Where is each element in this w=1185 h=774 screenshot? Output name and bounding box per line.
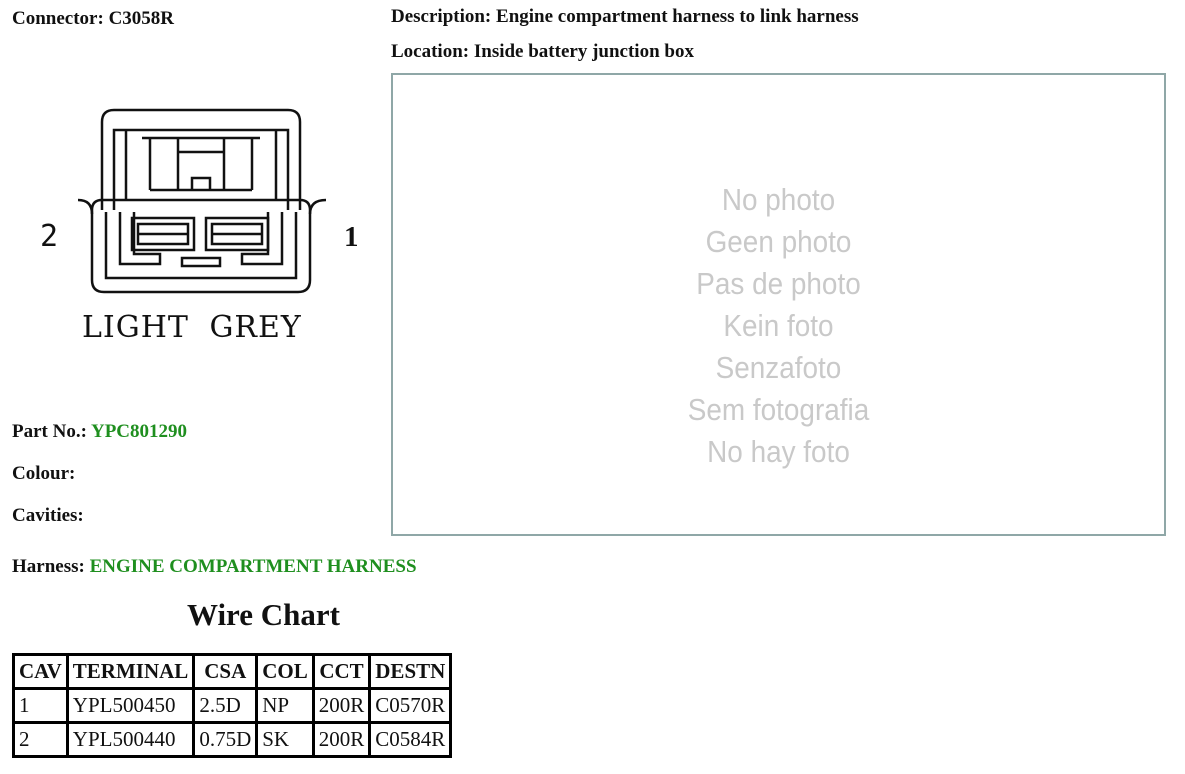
cell-cct: 200R xyxy=(311,687,372,724)
table-row: 1 YPL500450 2.5D NP 200R C0570R xyxy=(12,687,453,724)
part-number-line: Part No.: YPC801290 xyxy=(12,421,187,443)
cell-destn: C0584R xyxy=(368,721,453,758)
no-photo-line: Pas de photo xyxy=(696,266,861,301)
table-row: 2 YPL500440 0.75D SK 200R C0584R xyxy=(12,721,453,758)
cell-col: NP xyxy=(255,687,315,724)
cell-cav: 2 xyxy=(12,721,69,758)
no-photo-line: Geen photo xyxy=(705,224,852,259)
harness-line: Harness: ENGINE COMPARTMENT HARNESS xyxy=(12,556,417,578)
connector-line: Connector: C3058R xyxy=(12,8,174,30)
description-line: Description: Engine compartment harness … xyxy=(391,6,859,28)
header-terminal: TERMINAL xyxy=(65,653,196,690)
header-cav: CAV xyxy=(12,653,69,690)
location-line: Location: Inside battery junction box xyxy=(391,41,694,63)
colour-label: Colour: xyxy=(12,463,76,484)
cell-terminal: YPL500450 xyxy=(65,687,196,724)
connector-face-diagram xyxy=(77,108,327,294)
no-photo-line: No hay foto xyxy=(707,434,850,469)
harness-label: Harness: xyxy=(12,556,85,577)
connector-label: Connector: xyxy=(12,8,104,29)
part-number-label: Part No.: xyxy=(12,421,87,442)
wire-chart-title: Wire Chart xyxy=(187,597,340,632)
location-label: Location: xyxy=(391,41,470,62)
header-destn: DESTN xyxy=(368,653,453,690)
colour-line: Colour: xyxy=(12,463,75,485)
cell-csa: 0.75D xyxy=(192,721,259,758)
header-col: COL xyxy=(255,653,315,690)
cell-col: SK xyxy=(255,721,315,758)
no-photo-line: Sem fotografia xyxy=(687,392,870,427)
wire-chart-table: CAV TERMINAL CSA COL CCT DESTN 1 YPL5004… xyxy=(12,653,453,758)
pin-label-left: 2 xyxy=(40,219,59,254)
cell-csa: 2.5D xyxy=(192,687,259,724)
cell-terminal: YPL500440 xyxy=(65,721,196,758)
connector-colour-text: LIGHT GREY xyxy=(82,310,302,345)
pin-label-right: 1 xyxy=(344,221,359,253)
harness-link[interactable]: ENGINE COMPARTMENT HARNESS xyxy=(89,556,417,577)
cell-destn: C0570R xyxy=(368,687,453,724)
cavities-line: Cavities: xyxy=(12,505,84,527)
location-value: Inside battery junction box xyxy=(473,41,694,62)
no-photo-line: Kein foto xyxy=(723,308,834,343)
no-photo-text: No photo Geen photo Pas de photo Kein fo… xyxy=(393,179,1164,473)
description-value: Engine compartment harness to link harne… xyxy=(496,6,859,27)
cell-cav: 1 xyxy=(12,687,69,724)
header-csa: CSA xyxy=(192,653,259,690)
connector-value: C3058R xyxy=(108,8,175,29)
cell-cct: 200R xyxy=(311,721,372,758)
description-label: Description: xyxy=(391,6,492,27)
cavities-label: Cavities: xyxy=(12,505,84,526)
table-header-row: CAV TERMINAL CSA COL CCT DESTN xyxy=(12,653,453,690)
no-photo-line: Senzafoto xyxy=(715,350,842,385)
header-cct: CCT xyxy=(311,653,372,690)
photo-placeholder: No photo Geen photo Pas de photo Kein fo… xyxy=(391,73,1166,536)
part-number-link[interactable]: YPC801290 xyxy=(90,421,188,442)
no-photo-line: No photo xyxy=(721,182,836,217)
